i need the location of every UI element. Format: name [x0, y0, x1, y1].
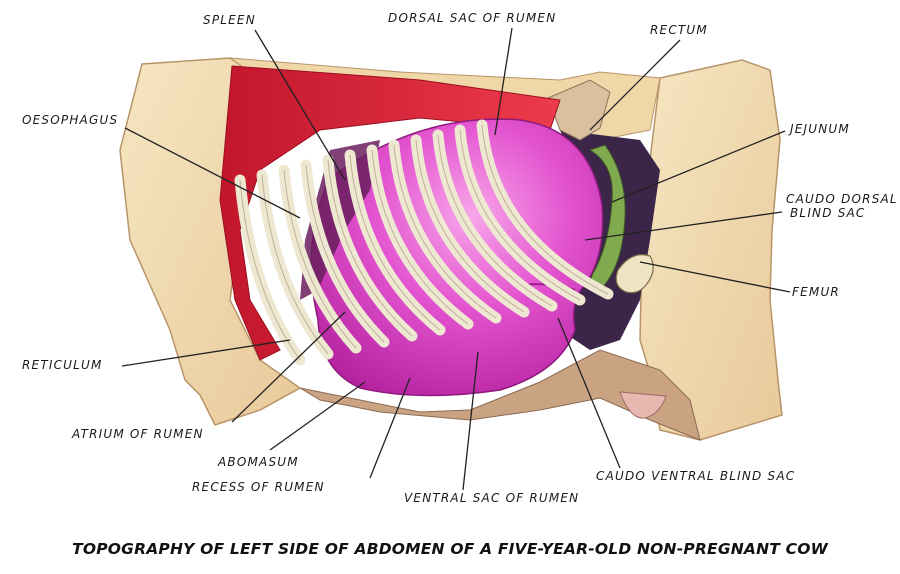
- label-ventral-sac: VENTRAL SAC OF RUMEN: [404, 491, 580, 505]
- rib-outline: [261, 174, 329, 355]
- leader-ventral-sac: [462, 351, 479, 491]
- leader-atrium: [231, 311, 346, 423]
- abdominal-muscle: [219, 65, 561, 361]
- label-femur: FEMUR: [792, 285, 840, 299]
- label-dorsal-sac: DORSAL SAC OF RUMEN: [388, 11, 557, 25]
- label-caudodorsal-1: CAUDO DORSAL: [786, 192, 898, 206]
- leader-caudodorsal: [584, 211, 783, 241]
- ribs: [234, 119, 614, 366]
- leader-reticulum: [121, 339, 291, 367]
- rib-outline: [481, 124, 609, 295]
- label-atrium: ATRIUM OF RUMEN: [72, 427, 204, 441]
- rib-outline: [437, 134, 553, 307]
- udder: [619, 391, 667, 419]
- leader-rectum: [589, 39, 681, 131]
- label-caudoventral: CAUDO VENTRAL BLIND SAC: [596, 469, 796, 483]
- label-reticulum: RETICULUM: [22, 358, 103, 372]
- rib-outline: [371, 149, 469, 325]
- label-jejunum: JEJUNUM: [790, 122, 850, 136]
- rib-outline: [393, 144, 497, 319]
- rib-outline: [239, 179, 301, 361]
- label-rectum: RECTUM: [650, 23, 708, 37]
- rib-outline: [415, 139, 525, 313]
- label-spleen: SPLEEN: [203, 13, 256, 27]
- leader-abomasum: [269, 381, 366, 451]
- rib-outline: [349, 154, 441, 331]
- leader-lines: [121, 27, 791, 491]
- rib-outline: [459, 129, 581, 301]
- label-abomasum: ABOMASUM: [218, 455, 299, 469]
- leader-oesophagus: [124, 127, 301, 219]
- rib-outline: [283, 169, 357, 349]
- label-oesophagus: OESOPHAGUS: [22, 113, 119, 127]
- leader-femur: [639, 261, 791, 293]
- leader-caudoventral: [557, 317, 621, 469]
- leader-dorsal-sac: [494, 27, 513, 136]
- femur-bone: [615, 254, 654, 294]
- rib-outline: [327, 159, 413, 337]
- hide-ventral: [299, 349, 701, 441]
- leader-jejunum: [611, 130, 786, 203]
- rib-outline: [305, 164, 385, 343]
- figure-caption: TOPOGRAPHY OF LEFT SIDE OF ABDOMEN OF A …: [72, 540, 828, 558]
- leader-spleen: [254, 29, 346, 181]
- leader-recess: [369, 377, 411, 479]
- label-caudodorsal-2: BLIND SAC: [790, 206, 866, 220]
- label-recess: RECESS OF RUMEN: [192, 480, 325, 494]
